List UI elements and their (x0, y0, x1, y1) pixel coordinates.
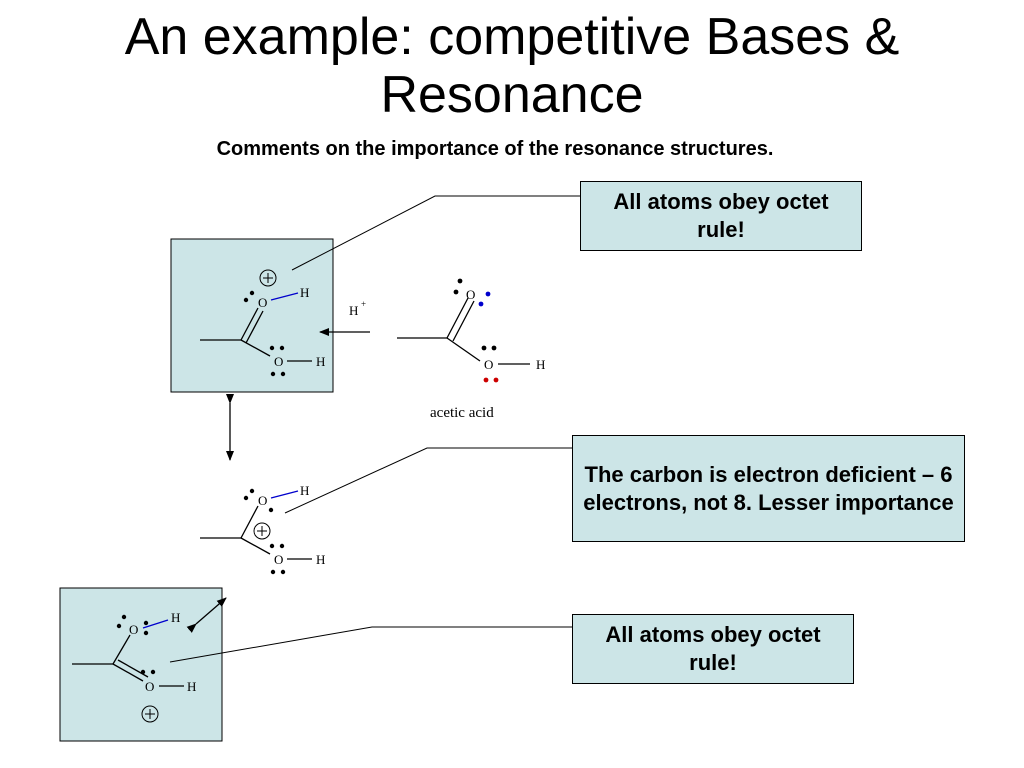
acetic-acid-molecule: O O H (397, 278, 545, 383)
oxygen-label: O (145, 679, 154, 694)
hydroxyl-hydrogen: H (536, 357, 545, 372)
bottom-resonance-structure: O H O H (72, 610, 196, 723)
title-line-2: Resonance (380, 66, 644, 124)
proton-charge: + (361, 299, 366, 309)
oxygen-label: O (258, 295, 267, 310)
hydrogen-label: H (300, 285, 309, 300)
callout-top: All atoms obey octet rule! (580, 181, 862, 251)
oxygen-label: O (129, 622, 138, 637)
middle-resonance-structure: O H O H (200, 483, 325, 575)
resonance-arrow-diagonal (186, 597, 227, 633)
oxygen-label: O (274, 552, 283, 567)
lone-pair-red (483, 377, 489, 383)
hydrogen-label: H (300, 483, 309, 498)
hydrogen-label: H (187, 679, 196, 694)
carbonyl-oxygen: O (466, 287, 475, 302)
top-resonance-structure: O H O H (200, 269, 325, 377)
hydrogen-label: H (316, 354, 325, 369)
slide-title: An example: competitive Bases & Resonanc… (0, 8, 1024, 124)
title-line-1: An example: competitive Bases & (124, 8, 900, 66)
hydroxyl-oxygen: O (484, 357, 493, 372)
lone-pair-blue (485, 291, 491, 297)
oxygen-label: O (274, 354, 283, 369)
leader-line-bottom (169, 626, 572, 663)
proton-reagent: H (349, 303, 358, 318)
hydrogen-label: H (316, 552, 325, 567)
callout-bottom: All atoms obey octet rule! (572, 614, 854, 684)
callout-middle: The carbon is electron deficient – 6 ele… (572, 435, 965, 542)
leader-line-middle (284, 447, 572, 514)
oxygen-label: O (258, 493, 267, 508)
top-structure-box (170, 238, 334, 393)
leader-line-top (291, 195, 580, 271)
hydrogen-label: H (171, 610, 180, 625)
acetic-acid-label: acetic acid (430, 405, 494, 421)
slide-subtitle: Comments on the importance of the resona… (216, 138, 774, 160)
